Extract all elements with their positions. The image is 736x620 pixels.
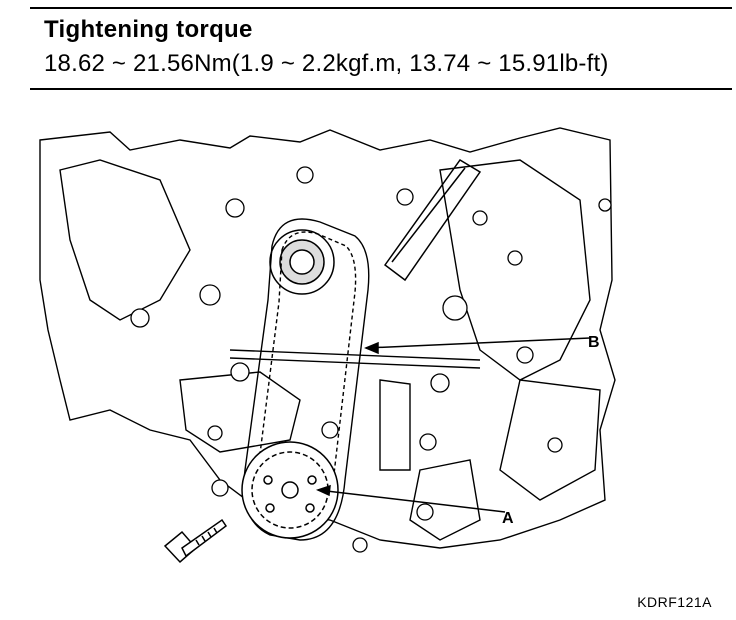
torque-title: Tightening torque: [44, 16, 253, 43]
upper-sprocket: [269, 229, 335, 295]
engine-bosses: [130, 166, 612, 553]
callout-b-label: B: [588, 334, 600, 351]
torque-spec: 18.62 ~ 21.56Nm(1.9 ~ 2.2kgf.m, 13.74 ~ …: [44, 50, 609, 77]
bottom-rule: [30, 88, 732, 90]
figure-code: KDRF121A: [637, 594, 712, 610]
timing-chain-guide: [383, 159, 482, 282]
sprocket-bolt: [163, 518, 228, 564]
header: Tightening torque 18.62 ~ 21.56Nm(1.9 ~ …: [0, 0, 736, 92]
engine-illustration: A B: [39, 127, 616, 564]
callout-arrows: [315, 337, 591, 513]
engine-diagram: A B: [0, 96, 736, 596]
callout-a-label: A: [502, 510, 514, 527]
top-rule: [30, 7, 732, 9]
engine-block: [39, 127, 616, 549]
